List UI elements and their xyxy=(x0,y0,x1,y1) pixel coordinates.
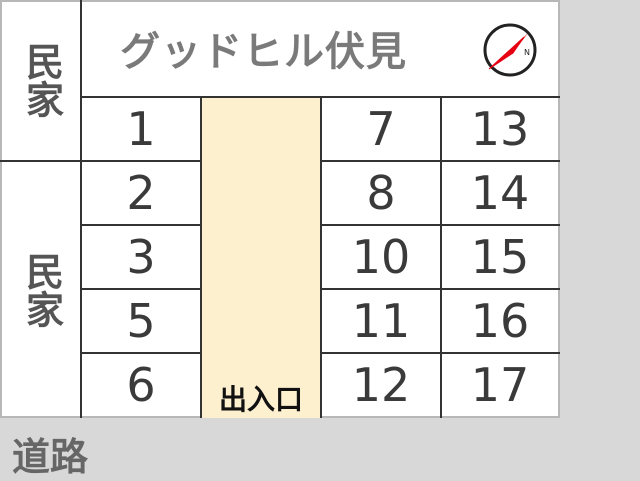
entrance-label: 出入口 xyxy=(218,383,303,416)
compass-north-label: N xyxy=(524,48,530,57)
grid-line xyxy=(80,96,560,98)
grid-line xyxy=(320,224,560,226)
lot-17: 17 xyxy=(470,358,530,412)
neighbor-house-top-label: 民家 xyxy=(19,42,64,118)
grid-line xyxy=(82,224,202,226)
grid-line xyxy=(320,160,560,162)
entrance-aisle xyxy=(202,96,320,418)
neighbor-house-top: 民家 xyxy=(0,0,82,160)
lot-10: 10 xyxy=(351,230,411,284)
grid-line xyxy=(80,0,82,418)
grid-line xyxy=(200,96,202,418)
lot-11: 11 xyxy=(351,294,411,348)
lot-3: 3 xyxy=(126,230,156,284)
property-title: グッドヒル伏見 xyxy=(120,29,407,75)
lot-16: 16 xyxy=(470,294,530,348)
lot-7: 7 xyxy=(366,102,396,156)
compass-icon: N xyxy=(483,23,537,77)
road-label: 道路 xyxy=(12,435,89,479)
grid-line xyxy=(0,160,202,162)
neighbor-house-bottom-label: 民家 xyxy=(19,252,64,328)
lot-6: 6 xyxy=(126,358,156,412)
lot-12: 12 xyxy=(351,358,411,412)
grid-line xyxy=(440,96,442,418)
lot-15: 15 xyxy=(470,230,530,284)
lot-14: 14 xyxy=(470,166,530,220)
grid-line xyxy=(320,288,560,290)
grid-line xyxy=(82,288,202,290)
grid-line xyxy=(320,352,560,354)
lot-2: 2 xyxy=(126,166,156,220)
lot-13: 13 xyxy=(470,102,530,156)
lot-8: 8 xyxy=(366,166,396,220)
neighbor-house-bottom: 民家 xyxy=(0,162,82,418)
lot-5: 5 xyxy=(126,294,156,348)
grid-line xyxy=(320,96,322,418)
lot-1: 1 xyxy=(126,102,156,156)
grid-line xyxy=(82,352,202,354)
